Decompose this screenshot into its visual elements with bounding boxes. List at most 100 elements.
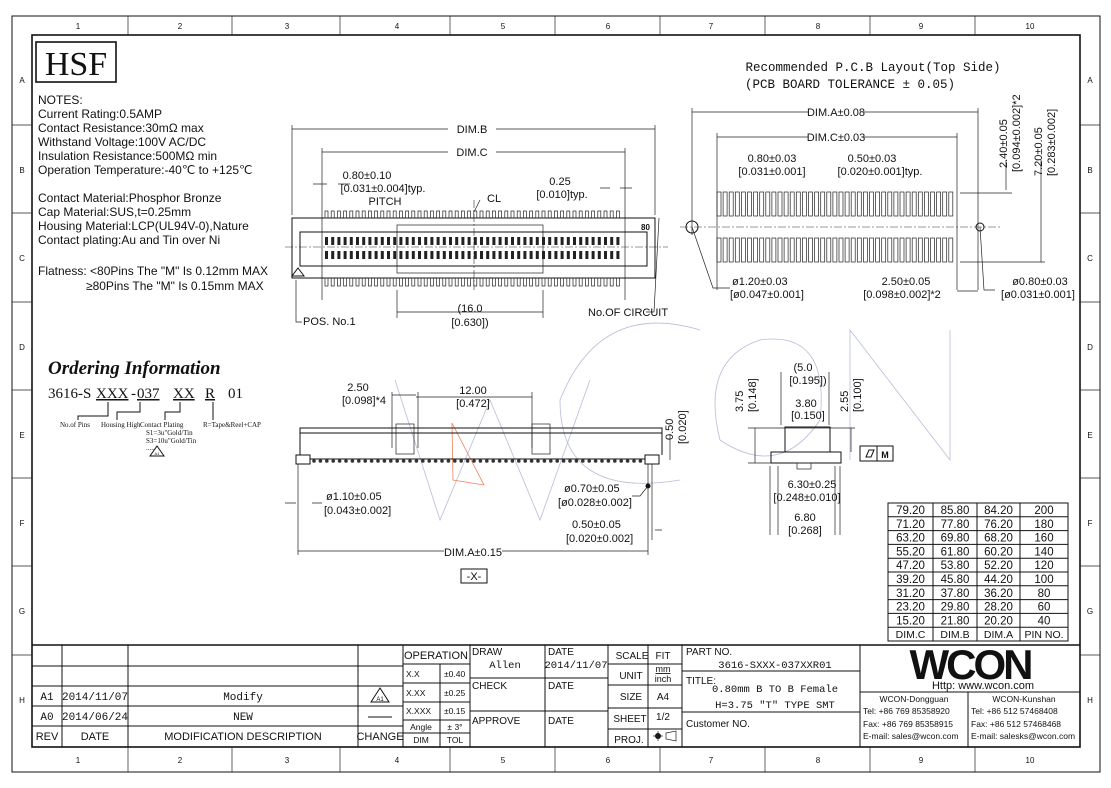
pcb-pitch-inch: [0.031±0.001] — [738, 166, 805, 178]
table-cell: 79.20 — [896, 505, 925, 517]
flatness-icon — [865, 449, 875, 458]
side-view: (5.0 [0.195]) 3.80 [0.150] 3.75 [0.148] … — [734, 362, 894, 537]
table-cell: 36.20 — [984, 588, 1013, 600]
unit-label: UNIT — [619, 671, 642, 682]
tolerance-title: OPERATION — [404, 650, 468, 662]
office-email[interactable]: E-mail: sales@wcon.com — [863, 731, 959, 741]
front-dim-c-inch: [0.020] — [677, 410, 689, 444]
note-line: Current Rating:0.5AMP — [38, 107, 162, 121]
check-label: CHECK — [472, 681, 507, 692]
flatness-ref: M — [881, 450, 889, 460]
desc-header: MODIFICATION DESCRIPTION — [164, 731, 322, 743]
note-line: ≥80Pins The "M" Is 0.15mm MAX — [86, 279, 264, 293]
table-cell: 47.20 — [896, 560, 925, 572]
grid-row-label: E — [1087, 431, 1092, 440]
pcb-hole2: ø0.80±0.03 — [1012, 276, 1068, 288]
front-peg-dia-inch: [0.043±0.002] — [324, 505, 391, 517]
front-dim-b: 12.00 — [459, 385, 487, 397]
grid-row-label: H — [1087, 696, 1093, 705]
pin1-triangle-icon — [291, 267, 305, 277]
rev-code: A0 — [40, 712, 53, 724]
rev-header: REV — [36, 731, 59, 743]
sheet-value: 1/2 — [656, 712, 670, 723]
table-cell: 60.20 — [984, 546, 1013, 558]
grid-row-label: B — [1087, 166, 1092, 175]
note-line: Contact plating:Au and Tin over Ni — [38, 233, 220, 247]
table-cell: 85.80 — [941, 505, 970, 517]
label-pins: No.of Pins — [60, 421, 90, 429]
outer-frame — [11, 15, 1101, 773]
front-post-dia-inch: [ø0.028±0.002] — [558, 497, 632, 509]
scale-value: FIT — [656, 651, 671, 662]
table-cell: 180 — [1034, 519, 1053, 531]
note-line: Cap Material:SUS,t=0.25mm — [38, 205, 191, 219]
span-dim-inch: [0.630]) — [451, 317, 488, 329]
tol-dim: X.X — [406, 669, 420, 679]
table-cell: 63.20 — [896, 533, 925, 545]
side-h2-inch: [0.100] — [852, 378, 864, 412]
grid-column-label: 10 — [1026, 756, 1035, 765]
pcb-height-1: 2.40±0.05 — [998, 119, 1010, 168]
table-cell: 44.20 — [984, 574, 1013, 586]
front-dim-c: 0.50 — [664, 419, 676, 440]
pcb-offset: 2.50±0.05 — [882, 276, 931, 288]
projection-symbol-icon — [653, 730, 677, 742]
note-line: Flatness: <80Pins The "M" Is 0.12mm MAX — [38, 264, 268, 278]
grid-column-label: 9 — [919, 756, 924, 765]
grid-column-label: 10 — [1026, 22, 1035, 31]
grid-column-label: 1 — [76, 756, 81, 765]
hsf-logo-box — [35, 41, 117, 83]
grid-row-label: F — [1088, 519, 1093, 528]
side-w3: 6.30±0.25 — [788, 479, 837, 491]
note-line: Housing Material:LCP(UL94V-0),Nature — [38, 219, 249, 233]
table-cell: 68.20 — [984, 533, 1013, 545]
table-cell: 100 — [1034, 574, 1053, 586]
label-s3: S3=10u"Gold/Tin — [146, 437, 197, 445]
code-suffix: 01 — [228, 386, 243, 402]
table-cell: 76.20 — [984, 519, 1013, 531]
pcb-dim-a: DIM.A±0.08 — [807, 107, 865, 119]
grid-row-label: D — [19, 343, 25, 352]
table-cell: 55.20 — [896, 546, 925, 558]
revision-mark: A1 — [155, 451, 161, 456]
unit-inch: inch — [655, 674, 672, 684]
table-header: PIN NO. — [1024, 629, 1063, 641]
code-dash: - — [131, 386, 136, 402]
note-line: Insulation Resistance:500MΩ min — [38, 149, 217, 163]
note-line: Operation Temperature:-40℃ to +125℃ — [38, 163, 253, 177]
part-title-1: 0.80mm B TO B Female — [712, 684, 838, 696]
grid-column-label: 6 — [606, 756, 611, 765]
pcb-pad-width-inch: [0.020±0.001]typ. — [838, 166, 923, 178]
front-view: 2.50 [0.098]*4 12.00 [0.472] 0.50 [0.020… — [285, 382, 689, 584]
rev-date: 2014/11/07 — [62, 692, 128, 704]
table-cell: 140 — [1034, 546, 1053, 558]
sheet-label: SHEET — [613, 714, 646, 725]
pitch-dim: 0.80±0.10 — [343, 170, 392, 182]
dim-b-label: DIM.B — [457, 124, 488, 136]
table-header: DIM.C — [896, 629, 926, 641]
tol-dim: Angle — [410, 722, 432, 732]
office-email[interactable]: E-mail: salesks@wcon.com — [971, 731, 1075, 741]
grid-row-label: B — [19, 166, 24, 175]
table-cell: 71.20 — [896, 519, 925, 531]
office-fax: Fax: +86 512 57468468 — [971, 719, 1061, 729]
code-reel: R — [205, 386, 215, 402]
revision-triangle-icon — [149, 445, 165, 457]
table-cell: 160 — [1034, 533, 1053, 545]
table-cell: 53.80 — [941, 560, 970, 572]
tol-value: ±0.15 — [444, 706, 465, 716]
top-view: DIM.B DIM.C 0.80±0.10 [0.031±0.004]typ. … — [285, 123, 668, 329]
draw-date-label: DATE — [548, 647, 574, 658]
watermark — [394, 322, 951, 522]
table-cell: 61.80 — [941, 546, 970, 558]
pcb-dim-c: DIM.C±0.03 — [807, 132, 866, 144]
office-tel: Tel: +86 769 85358920 — [863, 706, 950, 716]
grid-row-label: F — [20, 519, 25, 528]
side-w1-inch: [0.195]) — [789, 375, 826, 387]
office-name: WCON-Dongguan — [880, 694, 949, 704]
company-url[interactable]: Http: www.wcon.com — [932, 680, 1034, 692]
side-w2-inch: [0.150] — [791, 410, 825, 422]
grid-row-label: H — [19, 696, 25, 705]
front-post-dia: ø0.70±0.05 — [564, 483, 620, 495]
